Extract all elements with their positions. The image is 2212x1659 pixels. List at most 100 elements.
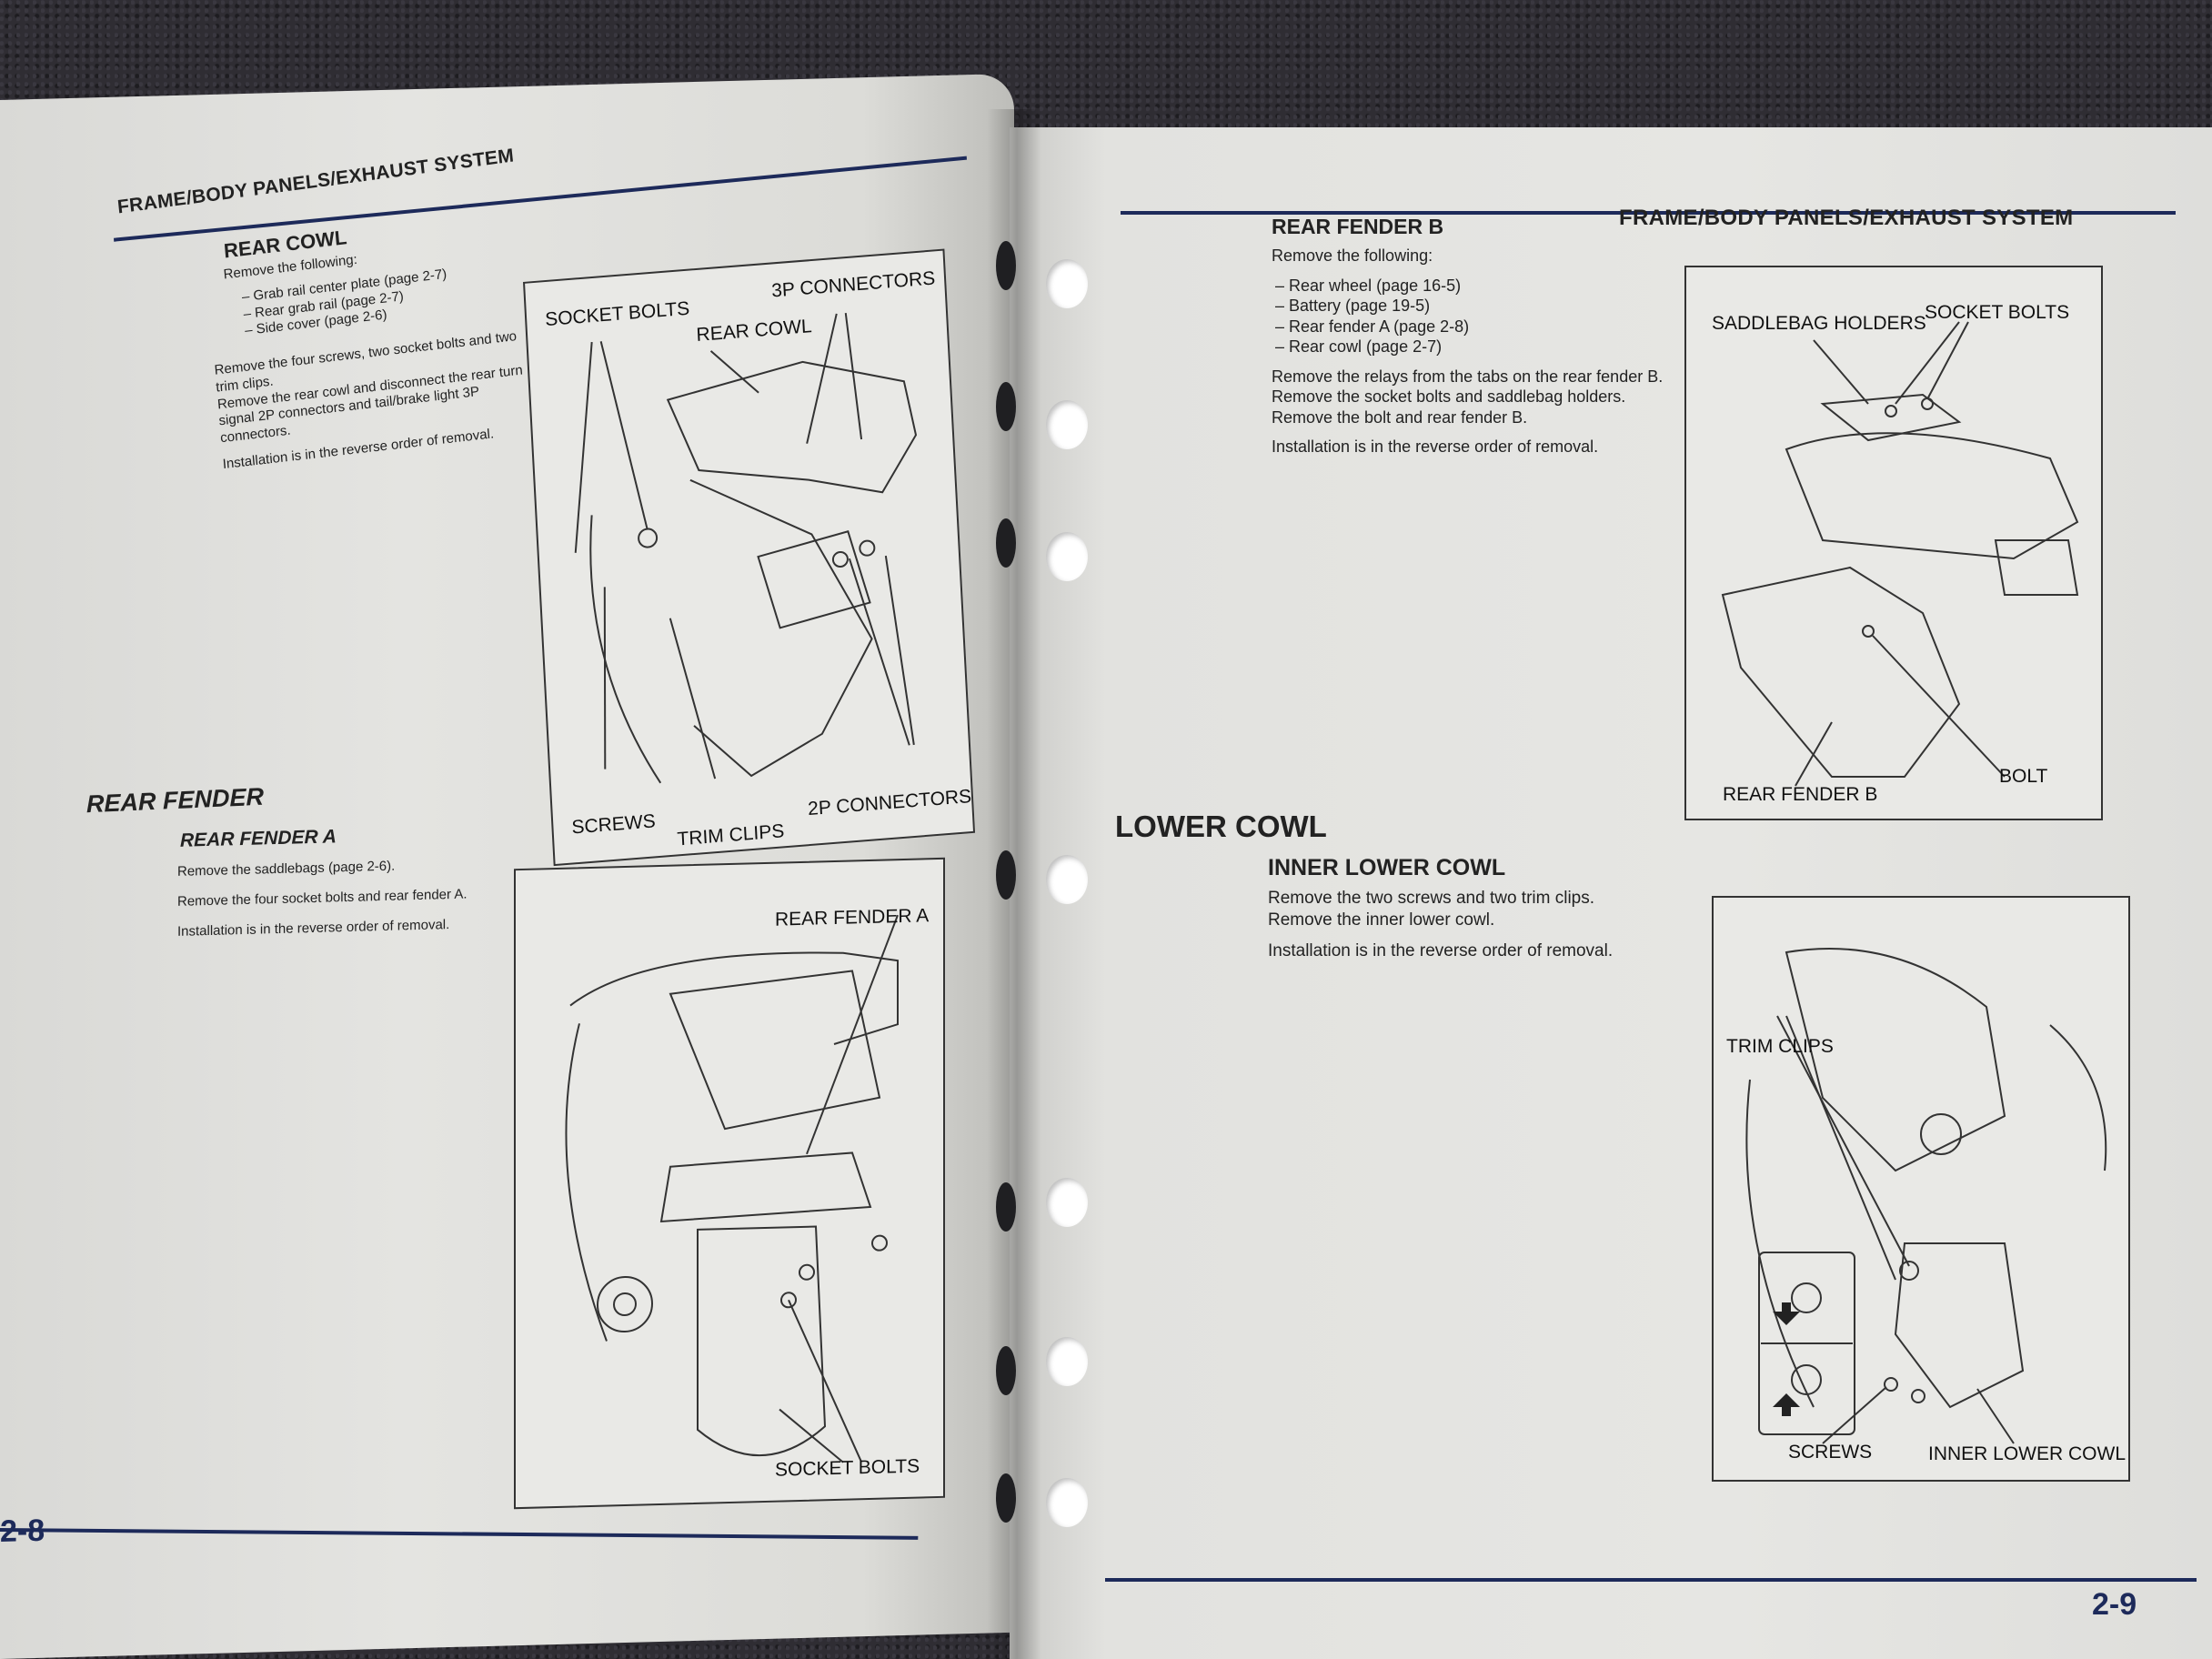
- leader-line: [1822, 1386, 1887, 1444]
- saddlebag-mount-shape: [669, 970, 881, 1131]
- leader-line: [709, 350, 759, 394]
- binder-hole: [1046, 259, 1088, 308]
- axle-inner-shape: [613, 1292, 637, 1317]
- rear-cowl-shape: [666, 360, 918, 494]
- connector-shape: [831, 550, 849, 568]
- binder-hole: [996, 1473, 1016, 1523]
- label-saddlebag-holders: SADDLEBAG HOLDERS: [1712, 313, 1926, 334]
- binder-hole: [1046, 1478, 1088, 1527]
- right-page-number: 2-9: [2092, 1587, 2137, 1622]
- headlight-shape: [1920, 1113, 1962, 1155]
- leader-line: [603, 587, 607, 769]
- bolt-shape: [780, 1292, 797, 1309]
- trim-clip-shape: [1899, 1261, 1919, 1281]
- rear-cowl-figure: SOCKET BOLTS 3P CONNECTORS REAR COWL SCR…: [523, 248, 976, 867]
- leader-line: [1926, 321, 1969, 400]
- rear-fender-a-p2: Remove the four socket bolts and rear fe…: [177, 886, 468, 910]
- bolt-shape: [1885, 405, 1897, 417]
- rear-fender-b-p1: Remove the relays from the tabs on the r…: [1272, 367, 1664, 386]
- binder-hole: [996, 850, 1016, 900]
- rear-fender-b-drawing: [1721, 321, 2079, 787]
- label-rear-fender-b: REAR FENDER B: [1723, 784, 1878, 805]
- rear-fender-b-title: REAR FENDER B: [1272, 215, 1444, 238]
- inner-lower-cowl-shape: [1894, 1242, 2025, 1409]
- binder-hole: [1046, 400, 1088, 449]
- binder-hole: [1046, 1337, 1088, 1386]
- leader-line: [599, 341, 649, 529]
- bolt-shape: [1921, 397, 1934, 410]
- list-item: Rear fender A (page 2-8): [1275, 317, 1690, 337]
- lower-cowl-title: LOWER COWL: [1115, 809, 1327, 843]
- leader-line: [574, 342, 593, 553]
- rear-fender-a-text: Remove the saddlebags (page 2-6). Remove…: [177, 855, 523, 940]
- inner-lower-cowl-p3: Installation is in the reverse order of …: [1268, 940, 1614, 960]
- trim-clip-detail-box: [1758, 1252, 1855, 1435]
- rear-fender-a-shape: [697, 1225, 827, 1457]
- seat-shape: [569, 951, 899, 1045]
- binder-hole: [996, 518, 1016, 568]
- leader-line: [806, 313, 838, 444]
- leader-line: [669, 618, 717, 779]
- trim-clip-detail-shape: [1791, 1282, 1822, 1313]
- rear-fender-b-intro: Remove the following:: [1272, 246, 1433, 265]
- label-inner-lower-cowl: INNER LOWER COWL: [1928, 1443, 2127, 1464]
- leader-line: [1785, 1015, 1896, 1281]
- inner-lower-cowl-p1: Remove the two screws and two trim clips…: [1268, 889, 1595, 908]
- binder-hole: [1046, 1178, 1088, 1227]
- leader-line: [1776, 1015, 1910, 1267]
- rear-fender-b-shape: [1721, 566, 1961, 778]
- right-page: FRAME/BODY PANELS/EXHAUST SYSTEM REAR FE…: [1010, 127, 2212, 1659]
- rear-fender-b-figure: SADDLEBAG HOLDERS SOCKET BOLTS REAR FEND…: [1684, 266, 2103, 820]
- left-footer-rule: [0, 1528, 919, 1540]
- leader-line: [848, 558, 910, 746]
- rear-fender-b-p2: Remove the socket bolts and saddlebag ho…: [1272, 387, 1626, 406]
- leader-line: [844, 312, 863, 440]
- connector-shape: [859, 539, 876, 557]
- label-rear-fender-a: REAR FENDER A: [775, 905, 930, 930]
- frame-shape: [565, 1023, 608, 1342]
- screw-shape: [1884, 1377, 1898, 1392]
- leader-line: [1813, 339, 1869, 405]
- wheel-arc: [589, 515, 662, 784]
- leader-line: [1976, 1388, 2015, 1444]
- list-item: Rear wheel (page 16-5): [1275, 276, 1690, 297]
- rear-fender-b-p4: Installation is in the reverse order of …: [1272, 437, 1599, 456]
- leader-line: [1872, 635, 2006, 778]
- front-wheel-arc: [1745, 1079, 1815, 1408]
- inner-lower-cowl-figure: TRIM CLIPS SCREWS INNER LOWER COWL: [1712, 896, 2130, 1482]
- rear-fender-b-text: Remove the following: Rear wheel (page 1…: [1272, 246, 1690, 457]
- rear-fender-title: REAR FENDER: [85, 782, 265, 819]
- inner-lower-cowl-text: Remove the two screws and two trim clips…: [1268, 888, 1686, 961]
- binder-hole: [996, 1346, 1016, 1395]
- rear-fender-a-p1: Remove the saddlebags (page 2-6).: [177, 858, 396, 880]
- binder-hole: [996, 382, 1016, 431]
- shock-shape: [1994, 539, 2079, 596]
- list-item: Battery (page 19-5): [1275, 296, 1690, 317]
- frame-rail-shape: [1785, 432, 2079, 560]
- screw-shape: [1911, 1389, 1925, 1403]
- left-page-number: 2-8: [0, 1513, 45, 1549]
- right-header-rule: [1121, 211, 2176, 215]
- rear-cowl-drawing: [574, 312, 918, 784]
- binder-hole: [996, 1182, 1016, 1232]
- inner-lower-cowl-p2: Remove the inner lower cowl.: [1268, 910, 1495, 930]
- binder-hole: [996, 241, 1016, 290]
- rear-fender-a-p3: Installation is in the reverse order of …: [177, 916, 450, 940]
- frame-shape: [689, 478, 873, 778]
- binder-hole: [1046, 532, 1088, 581]
- leader-line: [884, 555, 915, 746]
- leader-line: [1895, 321, 1960, 405]
- inner-lower-cowl-drawing: [1745, 948, 2107, 1444]
- body-line: [2049, 1024, 2107, 1171]
- rear-fender-a-figure: REAR FENDER A SOCKET BOLTS: [514, 857, 945, 1510]
- trim-clip-detail-shape: [1791, 1364, 1822, 1395]
- rear-fender-a-drawing: [565, 914, 899, 1463]
- bracket-shape: [757, 530, 871, 629]
- leader-line: [806, 914, 899, 1155]
- binder-hole: [1046, 855, 1088, 904]
- rear-fender-b-list: Rear wheel (page 16-5) Battery (page 19-…: [1275, 276, 1690, 357]
- bolt-shape: [638, 528, 659, 548]
- leader-line: [779, 1408, 844, 1463]
- rear-cowl-paragraphs: Remove the four screws, two socket bolts…: [214, 326, 549, 474]
- front-cowl-shape: [1785, 948, 2006, 1172]
